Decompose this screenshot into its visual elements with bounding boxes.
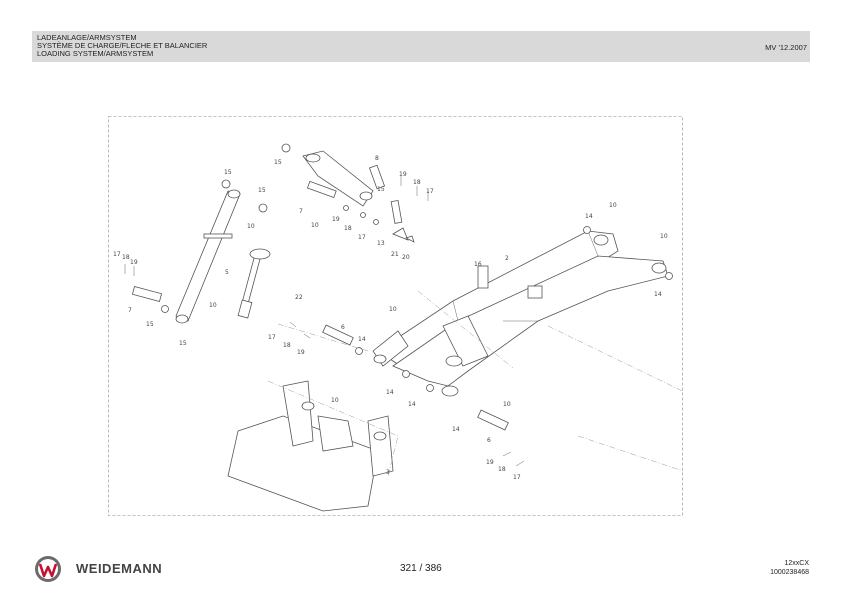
callout-19b: 19 bbox=[332, 216, 340, 223]
callout-18c: 18 bbox=[413, 179, 421, 186]
callout-10d: 10 bbox=[389, 306, 397, 313]
callout-8: 8 bbox=[375, 155, 379, 162]
callout-7a: 7 bbox=[299, 208, 303, 215]
callout-18b: 18 bbox=[344, 225, 352, 232]
callout-10b: 10 bbox=[311, 222, 319, 229]
weidemann-logo-icon bbox=[35, 556, 61, 582]
callout-10h: 10 bbox=[503, 401, 511, 408]
pins bbox=[131, 143, 673, 431]
drawing-frame bbox=[108, 116, 683, 516]
quick-hitch bbox=[227, 380, 399, 512]
callout-14a: 14 bbox=[585, 213, 593, 220]
callout-14b: 14 bbox=[654, 291, 662, 298]
header-title-de: LADEANLAGE/ARMSYSTEM bbox=[37, 33, 137, 42]
callout-20a: 20 bbox=[402, 254, 410, 261]
callout-10e: 10 bbox=[609, 202, 617, 209]
callout-18a: 18 bbox=[122, 254, 130, 261]
callout-15d: 15 bbox=[377, 186, 385, 193]
callout-3: 3 bbox=[386, 469, 390, 476]
page-number: 321 / 386 bbox=[400, 563, 442, 574]
callout-17a: 17 bbox=[113, 251, 121, 258]
tilt-rod bbox=[175, 189, 241, 324]
header-title-en: LOADING SYSTEM/ARMSYSTEM bbox=[37, 49, 154, 58]
callout-17d: 17 bbox=[268, 334, 276, 341]
callout-19e: 19 bbox=[486, 459, 494, 466]
callout-14c: 14 bbox=[358, 336, 366, 343]
callout-19c: 19 bbox=[399, 171, 407, 178]
callout-17c: 17 bbox=[426, 188, 434, 195]
callout-14e: 14 bbox=[408, 401, 416, 408]
model-code: 12xxCX bbox=[784, 560, 809, 567]
header-title-fr: SYSTÈME DE CHARGE/FLECHE ET BALANCIER bbox=[37, 41, 208, 50]
header-date: MV '12.2007 bbox=[765, 43, 807, 52]
callout-labels: 1 2 3 5 6 6 7 7 8 10 10 10 10 10 10 10 1… bbox=[113, 155, 668, 481]
callout-10a: 10 bbox=[247, 223, 255, 230]
callout-2: 2 bbox=[505, 255, 509, 262]
callout-15a: 15 bbox=[274, 159, 282, 166]
callout-22: 22 bbox=[295, 294, 303, 301]
callout-6b: 6 bbox=[487, 437, 491, 444]
callout-19a: 19 bbox=[130, 259, 138, 266]
document-number: 1000238468 bbox=[770, 569, 809, 576]
parts-drawing-svg: 1 2 3 5 6 6 7 7 8 10 10 10 10 10 10 10 1… bbox=[108, 116, 683, 516]
callout-6a: 6 bbox=[341, 324, 345, 331]
callout-10f: 10 bbox=[660, 233, 668, 240]
callout-15e: 15 bbox=[146, 321, 154, 328]
callout-15c: 15 bbox=[258, 187, 266, 194]
callout-14d: 14 bbox=[386, 389, 394, 396]
callout-15f: 15 bbox=[179, 340, 187, 347]
callout-7b: 7 bbox=[128, 307, 132, 314]
main-arm bbox=[372, 230, 669, 397]
callout-13: 13 bbox=[377, 240, 385, 247]
cylinder bbox=[237, 248, 271, 319]
hardware-bolts bbox=[124, 176, 525, 467]
brand-name: WEIDEMANN bbox=[76, 561, 163, 576]
callout-21a: 21 bbox=[391, 251, 399, 258]
callout-10g: 10 bbox=[331, 397, 339, 404]
callout-10c: 10 bbox=[209, 302, 217, 309]
callout-14f: 14 bbox=[452, 426, 460, 433]
callout-16: 16 bbox=[474, 261, 482, 268]
callout-19d: 19 bbox=[297, 349, 305, 356]
callout-17e: 17 bbox=[513, 474, 521, 481]
tilt-link bbox=[302, 150, 403, 224]
exploded-parts-diagram: 1 2 3 5 6 6 7 7 8 10 10 10 10 10 10 10 1… bbox=[108, 116, 683, 516]
document-header: LADEANLAGE/ARMSYSTEM SYSTÈME DE CHARGE/F… bbox=[32, 31, 810, 62]
callout-18d: 18 bbox=[283, 342, 291, 349]
callout-18e: 18 bbox=[498, 466, 506, 473]
callout-5: 5 bbox=[225, 269, 229, 276]
callout-15b: 15 bbox=[224, 169, 232, 176]
callout-17b: 17 bbox=[358, 234, 366, 241]
